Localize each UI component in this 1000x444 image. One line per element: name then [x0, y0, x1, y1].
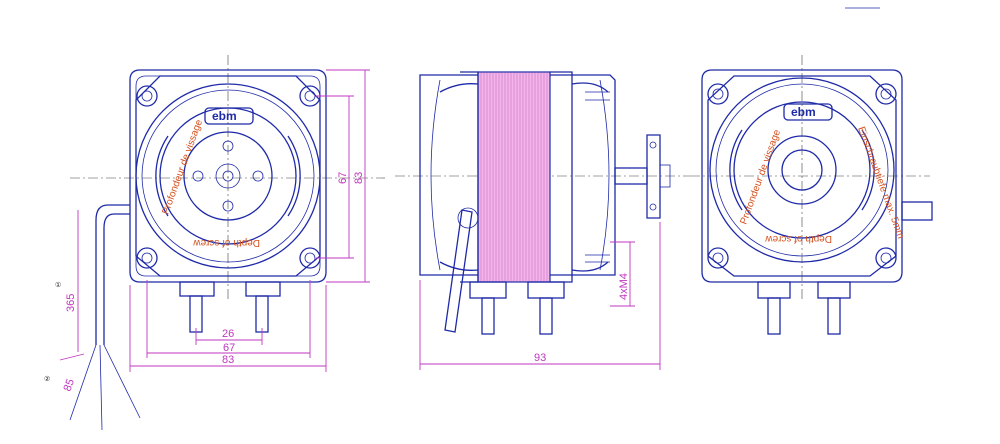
dim-83-right: 83 [353, 172, 365, 184]
label-einschraubtiefe-right: Einschraubtiefe max. 5mm [855, 125, 906, 240]
label-depth-right: Depth of screw [765, 233, 832, 244]
dim-67-bottom: 67 [223, 342, 235, 354]
dim-67-right: 67 [337, 172, 349, 184]
terminal-left-1 [179, 281, 215, 333]
power-cable [69, 204, 141, 431]
dim-4xM4: 4xM4 [618, 273, 630, 300]
svg-text:ebm: ebm [212, 109, 237, 123]
terminal-left-2 [245, 281, 281, 333]
terminal-right-1 [757, 281, 791, 335]
right-front-view: ebm Profondeur de vissage Einschraubtief… [690, 7, 933, 335]
dim-83-bottom: 83 [222, 354, 234, 366]
dim-365: 365 [65, 294, 77, 312]
mounting-hole-r-bottom-left [707, 247, 729, 269]
ebm-logo-left: ebm [204, 107, 254, 125]
middle-side-view: 93 4xM4 [395, 71, 690, 370]
svg-text:ebm: ebm [791, 105, 816, 119]
terminal-middle-2 [527, 281, 565, 335]
callout-1: ① [55, 281, 61, 289]
mounting-hole-r-bottom-right [875, 247, 897, 269]
label-profondeur-right: Profondeur de vissage [738, 128, 783, 226]
terminal-middle-1 [469, 281, 507, 335]
mounting-hole-r-top-right [875, 83, 897, 105]
mounting-hole-top-left [136, 85, 158, 107]
label-depth-left: Depth of screw [193, 237, 260, 248]
dim-26: 26 [222, 328, 234, 340]
mounting-hole-bottom-left [136, 247, 158, 269]
dim-93: 93 [534, 352, 546, 364]
ebm-logo-right: ebm [783, 103, 833, 121]
dim-85: 85 [62, 377, 77, 393]
lamination-lines [480, 73, 548, 281]
terminal-right-2 [817, 281, 851, 335]
label-profondeur-left: Profondeur de vissage [160, 118, 205, 216]
callout-2: ② [44, 375, 50, 383]
left-front-view: ebm Profondeur de vissage Depth of screw… [44, 55, 385, 431]
mounting-hole-r-top-left [707, 83, 729, 105]
